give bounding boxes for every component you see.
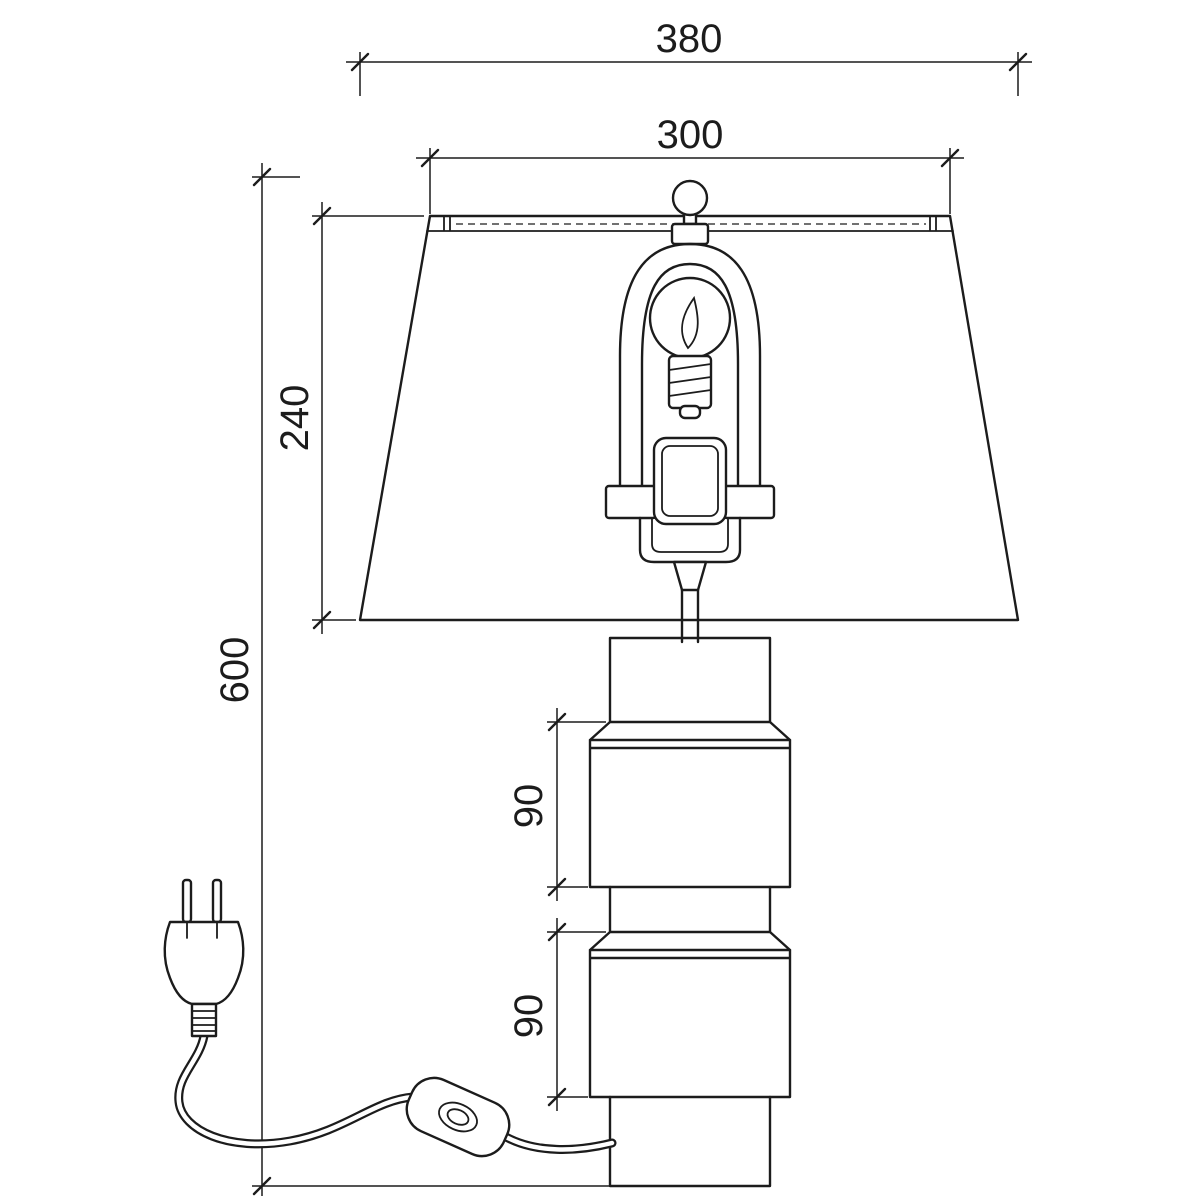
extension-lines: [547, 931, 606, 1098]
cord-outline: [174, 1031, 617, 1154]
dimension-ticks: [547, 922, 567, 1107]
dimension-lower-cube-height: 90: [507, 918, 606, 1111]
lamp-harp-assembly: [604, 242, 776, 644]
dimension-label-380: 380: [656, 17, 723, 61]
dimension-label-240: 240: [273, 385, 317, 452]
switch-button-ring: [438, 1101, 478, 1133]
finial-ball-icon: [671, 179, 709, 217]
shade-silhouette: [358, 214, 1020, 622]
inline-switch: [405, 1076, 511, 1158]
dimension-ticks: [252, 167, 272, 1196]
bulb-screw-threads: [668, 363, 712, 397]
base-cube-lower: [588, 930, 792, 1099]
dimension-shade-height: 240: [273, 202, 424, 634]
extension-lines: [312, 215, 424, 621]
extension-lines: [252, 176, 612, 1187]
dimension-label-300: 300: [657, 113, 724, 157]
switch-button: [446, 1108, 470, 1126]
socket-neck: [672, 560, 708, 592]
cord-core: [176, 1033, 615, 1152]
socket-body-inner: [661, 445, 719, 517]
stem-rod: [680, 588, 700, 644]
dimension-shade-bottom-width: 380: [346, 17, 1032, 96]
harp-left-tab: [604, 484, 658, 520]
harp-right-tab: [722, 484, 776, 520]
extension-lines: [547, 721, 606, 888]
finial-nut: [670, 222, 710, 246]
plug-prong-right: [211, 878, 223, 924]
base-column: [608, 636, 772, 1188]
dimension-shade-top-width: 300: [416, 113, 964, 214]
plug-prong-roots: [186, 921, 218, 939]
socket-bracket-inner: [651, 517, 729, 553]
dimension-label-90-lower: 90: [507, 994, 551, 1039]
plug-body: [163, 920, 245, 1006]
harp-inner: [640, 262, 740, 494]
extension-lines: [359, 52, 1019, 96]
dimension-total-height: 600: [213, 163, 612, 1196]
dimension-ticks: [312, 206, 332, 630]
socket-body: [652, 436, 728, 526]
bulb-filament-icon: [681, 295, 699, 350]
power-plug: [163, 878, 245, 1038]
base-cube-upper: [588, 720, 792, 889]
plug-strain-relief-ribs: [191, 1010, 217, 1032]
plug-prong-left: [181, 878, 193, 924]
dimension-label-90-upper: 90: [507, 784, 551, 829]
power-cord: [174, 1031, 617, 1154]
harp-outer: [618, 242, 762, 494]
dimension-upper-cube-height: 90: [507, 708, 606, 901]
switch-body: [405, 1076, 511, 1158]
lamp-base: [588, 636, 792, 1188]
dimension-label-600: 600: [213, 637, 257, 704]
shade-rim-end-marks: [443, 216, 937, 231]
finial: [670, 179, 710, 246]
bulb-screw-tip: [678, 404, 702, 420]
dimension-ticks: [420, 148, 960, 168]
dimension-ticks: [350, 52, 1028, 72]
dimension-ticks: [547, 712, 567, 897]
